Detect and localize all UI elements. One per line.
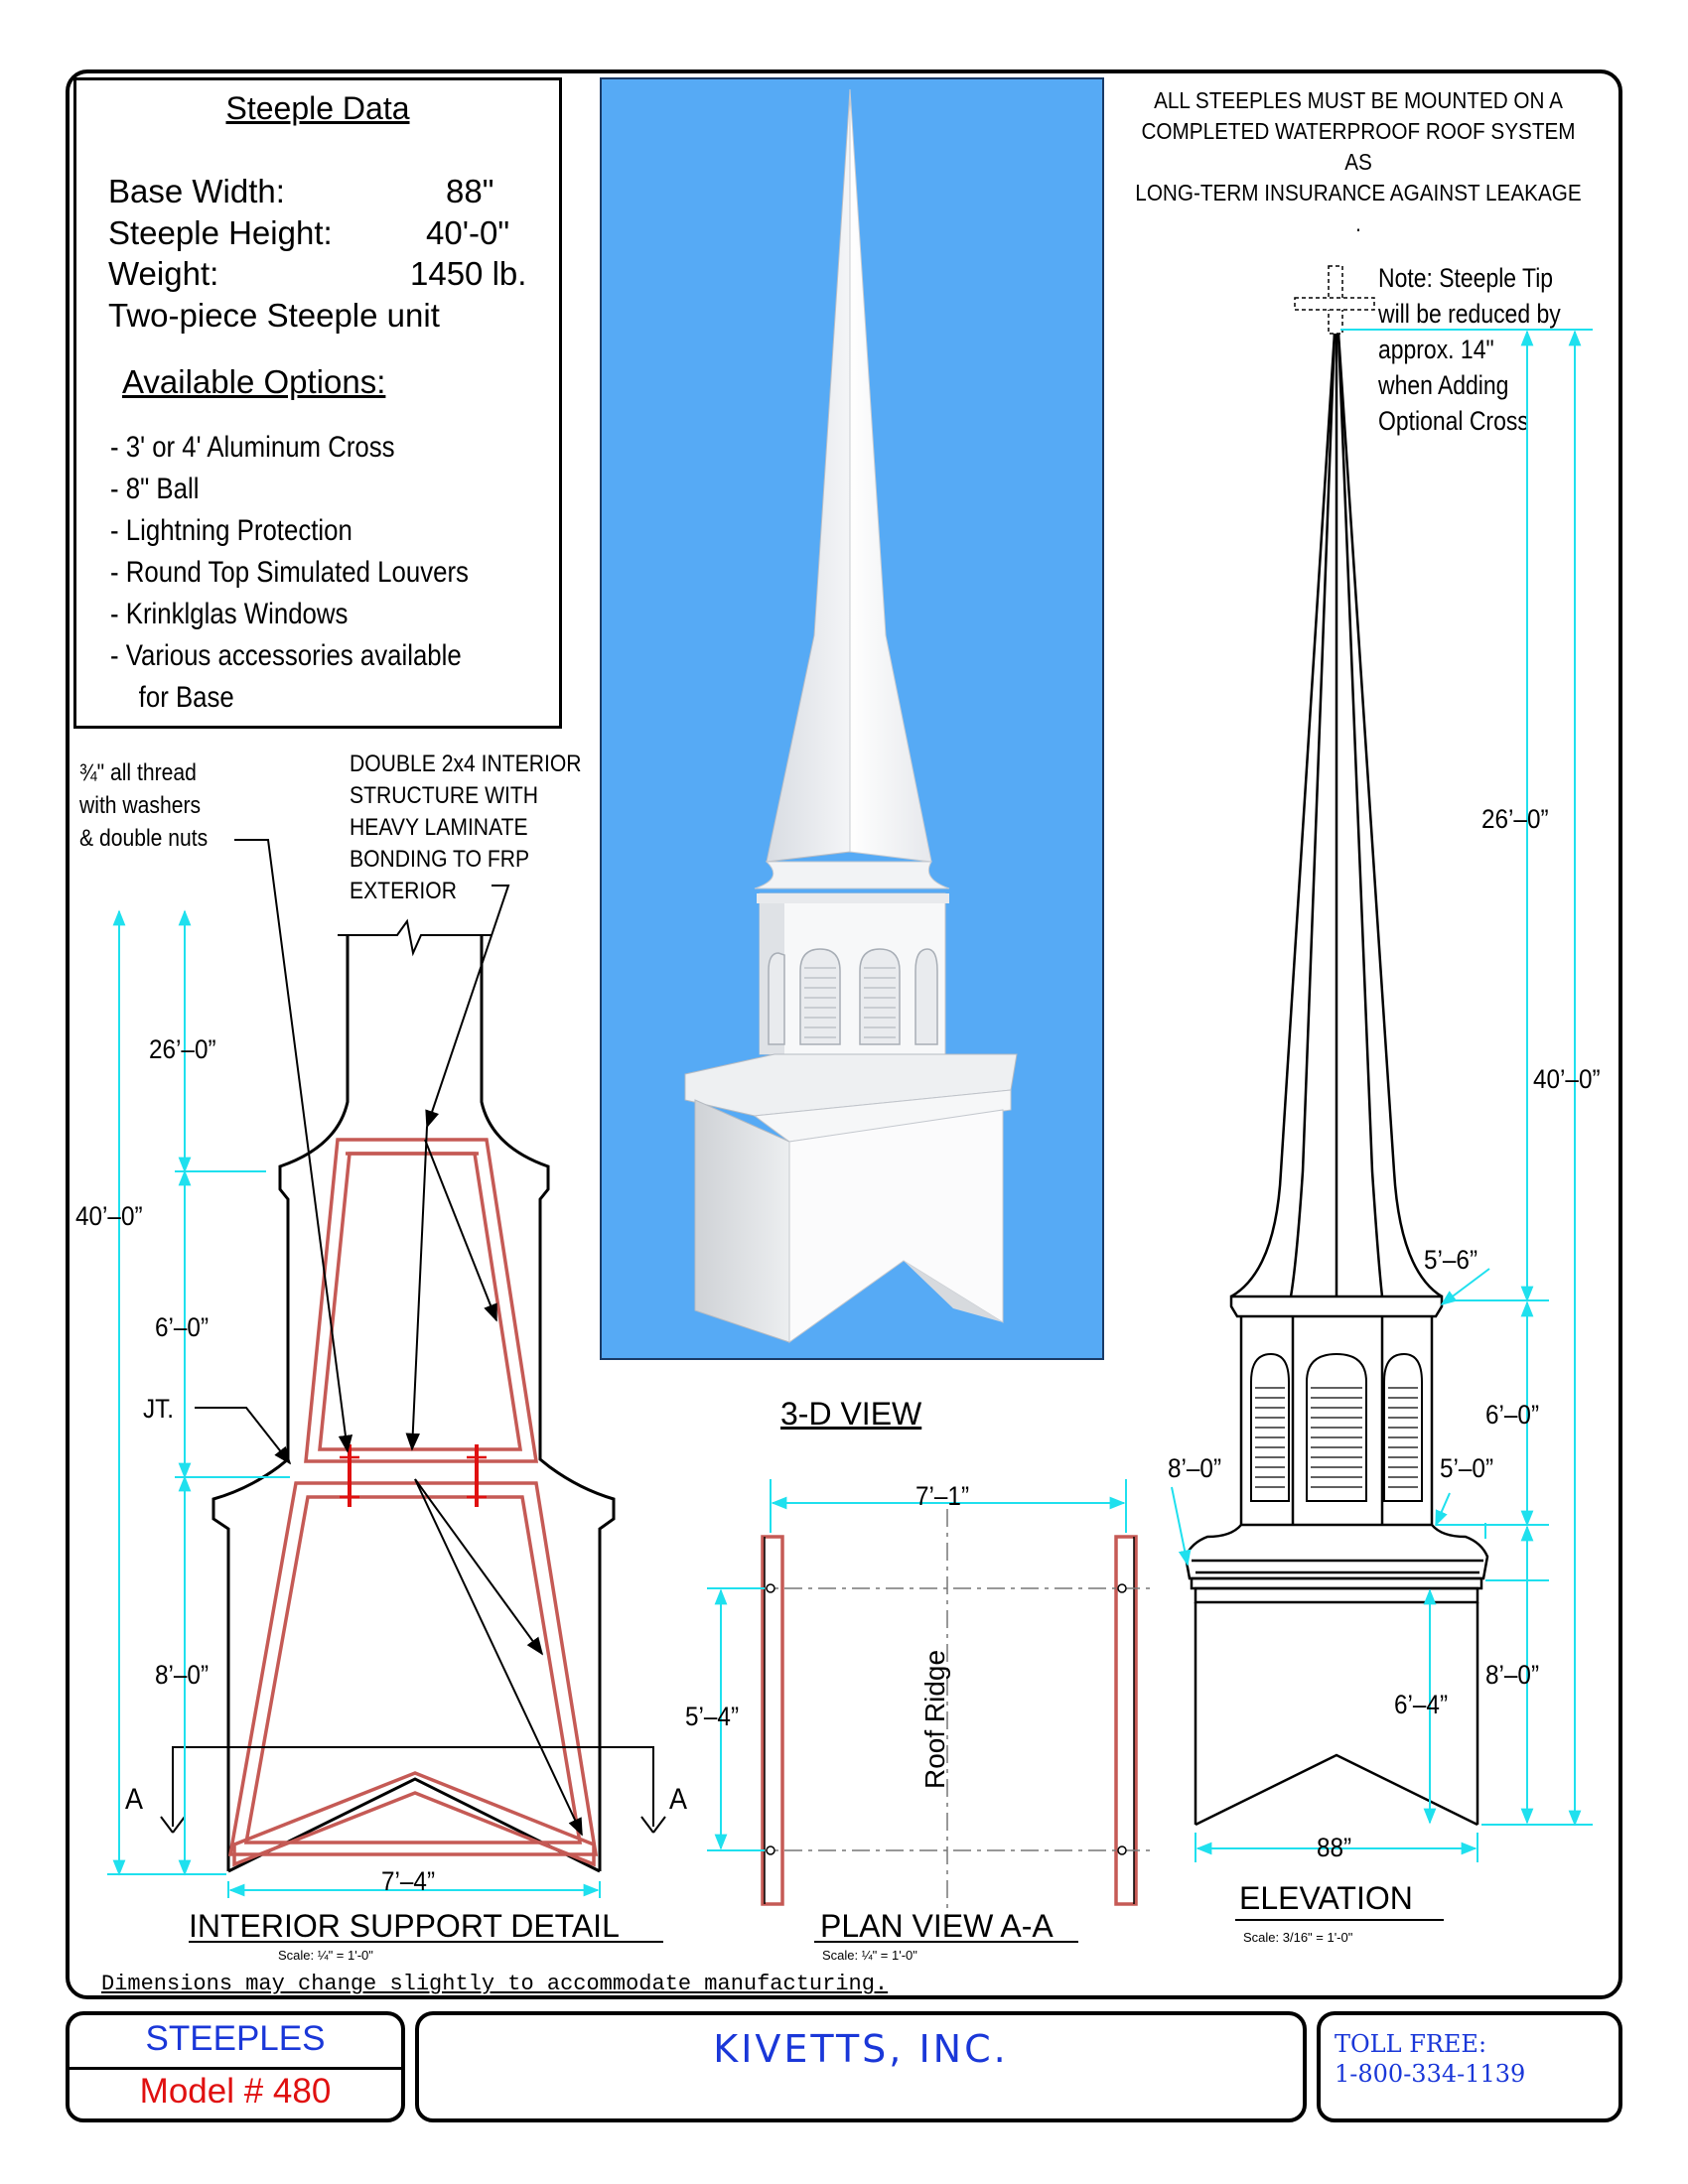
option-item: - Lightning Protection bbox=[110, 514, 352, 547]
steeple-3d-render bbox=[684, 88, 1018, 1343]
interior-detail-scale: Scale: ¼" = 1'-0" bbox=[278, 1948, 373, 1963]
spec-base-width-value: 88" bbox=[446, 173, 494, 209]
elev-dim-belfry-base: 8’–0” bbox=[1168, 1453, 1222, 1483]
interior-dim-width: 7’–4” bbox=[381, 1866, 436, 1896]
joint-label: JT. bbox=[143, 1394, 175, 1424]
spec-unit-note: Two-piece Steeple unit bbox=[108, 297, 440, 334]
spec-height-label: Steeple Height: bbox=[108, 214, 333, 251]
toll-free-number[interactable]: 1-800-334-1139 bbox=[1335, 2060, 1526, 2088]
spec-height-value: 40'-0" bbox=[426, 214, 510, 251]
toll-free-box: TOLL FREE: 1-800-334-1139 bbox=[1317, 2011, 1622, 2122]
series-label: STEEPLES bbox=[145, 2019, 326, 2058]
mounting-warning: ALL STEEPLES MUST BE MOUNTED ON A COMPLE… bbox=[1135, 87, 1582, 236]
elev-dim-belfry: 6’–0” bbox=[1485, 1400, 1540, 1430]
section-mark-right: A bbox=[669, 1783, 688, 1816]
elev-dim-base: 8’–0” bbox=[1485, 1660, 1540, 1690]
elevation-drawing bbox=[1171, 265, 1593, 1921]
option-item: for Base bbox=[110, 681, 234, 714]
series-model-box: STEEPLES Model # 480 bbox=[66, 2011, 405, 2122]
roof-ridge-label: Roof Ridge bbox=[919, 1649, 950, 1789]
thread-callout: ¾" all thread with washers & double nuts bbox=[79, 759, 209, 852]
interior-dim-upper: 26’–0” bbox=[149, 1034, 216, 1064]
cross-note: Note: Steeple Tip will be reduced by app… bbox=[1378, 263, 1561, 436]
option-item: - Round Top Simulated Louvers bbox=[110, 556, 469, 589]
dimensions-disclaimer: Dimensions may change slightly to accomm… bbox=[101, 1972, 889, 1996]
options-title: Available Options: bbox=[122, 363, 386, 400]
company-name: KIVETTS, INC. bbox=[713, 2027, 1009, 2071]
option-item: - Krinklglas Windows bbox=[110, 598, 349, 630]
steeple-data-title: Steeple Data bbox=[225, 90, 410, 126]
toll-free: TOLL FREE: 1-800-334-1139 bbox=[1335, 2029, 1525, 2089]
interior-dim-middle: 6’–0” bbox=[155, 1312, 210, 1342]
plan-view-title: PLAN VIEW A-A bbox=[820, 1908, 1054, 1944]
elevation-scale: Scale: 3/16" = 1'-0" bbox=[1243, 1930, 1353, 1945]
elev-dim-overall: 40’–0” bbox=[1533, 1064, 1601, 1094]
section-mark-left: A bbox=[125, 1783, 144, 1816]
plan-view-scale: Scale: ¼" = 1'-0" bbox=[822, 1948, 917, 1963]
plan-dim-depth: 5’–4” bbox=[685, 1702, 740, 1731]
elevation-title: ELEVATION bbox=[1239, 1880, 1413, 1916]
model-number: Model # 480 bbox=[139, 2072, 332, 2111]
elev-dim-tower-width: 5’–6” bbox=[1424, 1245, 1478, 1275]
elev-dim-spire: 26’–0” bbox=[1481, 804, 1549, 834]
interior-support-drawing bbox=[107, 839, 666, 1943]
steeple-data-box: Steeple Data Base Width: 88" Steeple Hei… bbox=[73, 77, 562, 729]
drawing-frame bbox=[66, 69, 1622, 1999]
elev-dim-base-width: 88” bbox=[1317, 1833, 1352, 1862]
series-divider bbox=[70, 2067, 401, 2070]
plan-dim-width: 7’–1” bbox=[915, 1481, 970, 1511]
plan-view-drawing bbox=[707, 1479, 1152, 1943]
option-item: - 8" Ball bbox=[110, 473, 200, 505]
company-box: KIVETTS, INC. bbox=[415, 2011, 1307, 2122]
interior-dim-overall: 40’–0” bbox=[75, 1201, 143, 1231]
spec-weight-value: 1450 lb. bbox=[410, 255, 527, 292]
spec-base-width-label: Base Width: bbox=[108, 173, 285, 209]
interior-detail-title: INTERIOR SUPPORT DETAIL bbox=[189, 1908, 620, 1944]
option-item: - 3' or 4' Aluminum Cross bbox=[110, 431, 395, 464]
render-view-title: 3-D VIEW bbox=[780, 1396, 922, 1432]
elev-dim-belfry-width: 5’–0” bbox=[1440, 1453, 1494, 1483]
option-item: - Various accessories available bbox=[110, 639, 462, 672]
interior-dim-lower: 8’–0” bbox=[155, 1660, 210, 1690]
elev-dim-base-inner: 6’–4” bbox=[1394, 1690, 1449, 1719]
spec-weight-label: Weight: bbox=[108, 255, 219, 292]
structure-callout: DOUBLE 2x4 INTERIOR STRUCTURE WITH HEAVY… bbox=[350, 751, 582, 904]
toll-free-label: TOLL FREE: bbox=[1335, 2030, 1487, 2058]
